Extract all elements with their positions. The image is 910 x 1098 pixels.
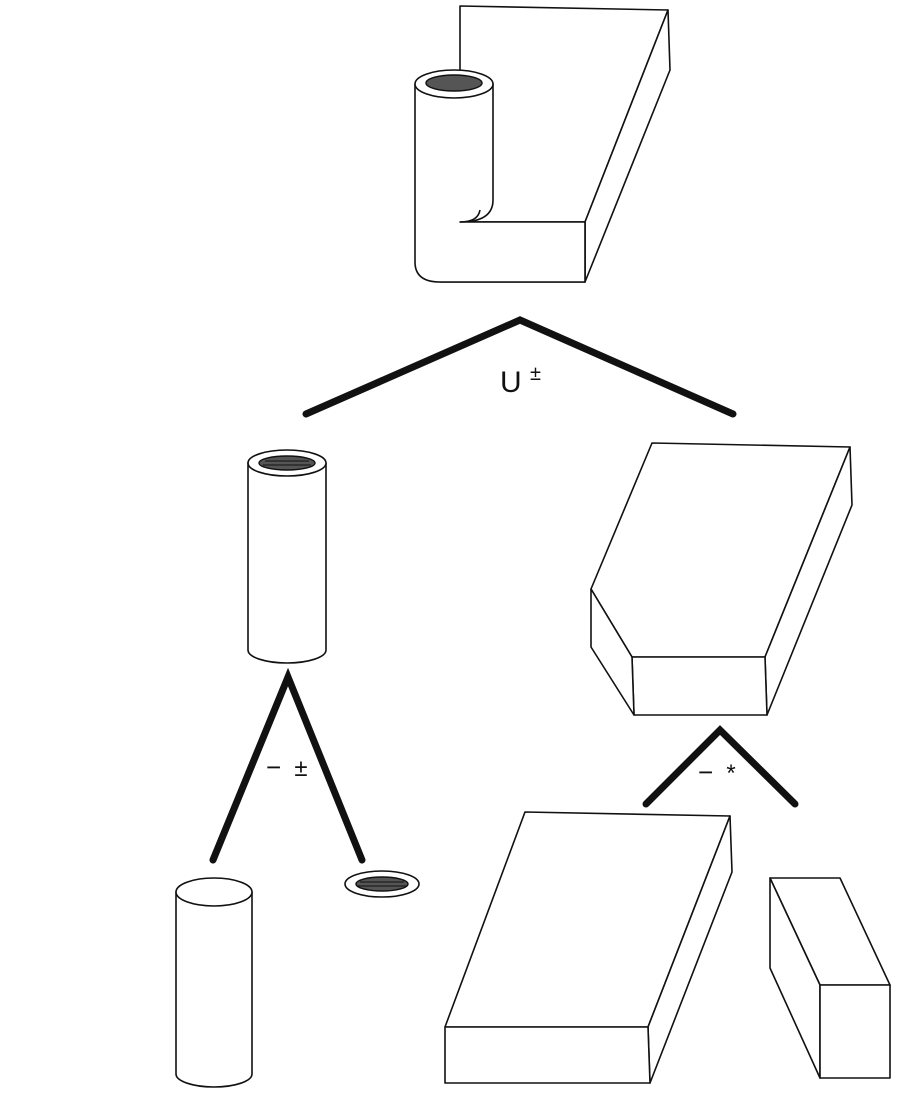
union-superscript: ± [530,363,541,385]
disc-hole [344,870,420,898]
chamfered-block [590,442,853,716]
corner-block-front-face [819,984,891,1079]
difference-right-operator-label: − * [698,757,736,787]
union-symbol: U [500,366,522,399]
large-block [444,811,733,1084]
solid-cylinder-body [175,891,253,1088]
root-tube-hole [425,74,483,92]
union-branch-lines [302,316,737,418]
difference-right-branch-lines [642,725,799,808]
large-block-front-face [444,1026,651,1084]
union-operator-label: U ± [500,363,541,399]
difference-left-branch-lines [209,667,366,864]
root-tube-inner-curve [459,209,481,223]
disc-hole-center [355,876,409,892]
difference-left-symbol: − [266,752,281,782]
difference-right-symbol: − [698,757,713,787]
corner-block [769,877,891,1079]
solid-cylinder [175,877,253,1088]
difference-left-operator-label: − ± [266,752,308,782]
root-combined-solid [414,5,671,283]
hollow-cylinder [247,449,327,664]
chamfered-block-chamfer-face [590,588,635,716]
hollow-cylinder-hole [258,455,316,471]
solid-cylinder-top [175,877,253,907]
root-tube-body [414,83,586,283]
difference-right-superscript: * [726,760,735,787]
large-block-top-face [444,811,731,1028]
chamfered-block-front-face [631,656,768,716]
difference-left-superscript: ± [294,755,307,782]
hollow-cylinder-body [247,462,327,664]
